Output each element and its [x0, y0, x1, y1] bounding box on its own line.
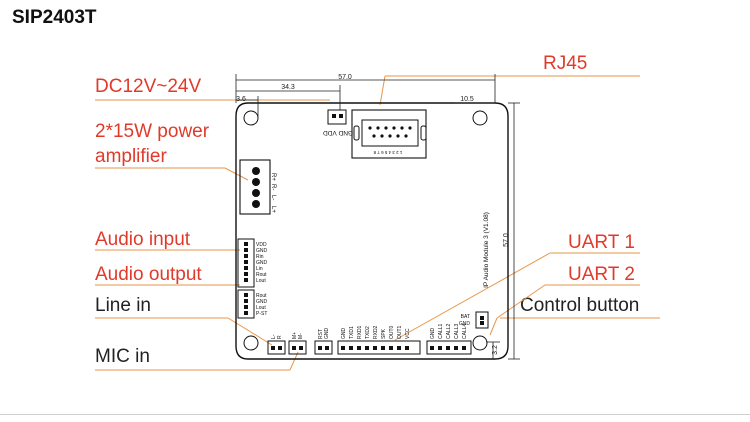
leader-rj45-d	[379, 75, 386, 106]
audio-output-header	[237, 289, 255, 319]
uart1-pin-label: SPK	[381, 328, 387, 339]
dim-offset-right: 10.5	[460, 96, 474, 103]
audio-pin-label: Rout	[256, 272, 267, 278]
uart1-header	[337, 340, 421, 355]
uart2-pin-label: CALL2	[446, 323, 452, 339]
audio-pin-label: GND	[256, 248, 268, 254]
audio-out-pin-label: GND	[256, 299, 268, 305]
dim-height: 57.0	[503, 233, 510, 247]
line-pin-label: R	[277, 335, 283, 339]
amp-pin-label: L-	[270, 195, 276, 200]
line-pin-label: L-	[271, 334, 277, 339]
amp-pin-label: L+	[270, 206, 276, 213]
dim-width-power: 34.3	[281, 84, 295, 91]
dim-offset-left: 3.6	[236, 96, 246, 103]
dim-width-top: 57.0	[338, 74, 352, 81]
audio-out-pin-label: P-ST	[256, 311, 267, 317]
audio-input-header	[237, 238, 255, 288]
amplifier-label-line1: 2*15W power	[95, 121, 210, 142]
audio-input-label: Audio input	[95, 229, 191, 250]
mic-in-label: MIC in	[95, 346, 150, 367]
line-in-connector	[267, 340, 286, 355]
uart1-pin-label: OUT0	[389, 325, 395, 339]
board-outline	[235, 102, 509, 360]
power-connector	[327, 109, 347, 125]
uart1-pin-label: OUT1	[397, 325, 403, 339]
dc-input-label: DC12V~24V	[95, 76, 202, 97]
dim-offset-bottom: 3.2	[492, 345, 499, 355]
bottom-divider	[0, 414, 750, 415]
mic-pin-label: M-	[298, 333, 304, 339]
leader-uart2-d2	[489, 317, 498, 336]
uart1-pin-label: TXD2	[365, 326, 371, 339]
audio-pin-label: Lout	[256, 278, 266, 284]
gnd-pin-label: GND	[459, 321, 471, 327]
power-pin-labels: GND VDD	[323, 129, 353, 136]
uart1-pin-label: VCC	[405, 328, 411, 339]
uart1-pin-label: RXD2	[373, 325, 379, 339]
page-title: SIP2403T	[12, 7, 97, 28]
audio-pin-label: GND	[256, 260, 268, 266]
rj45-connector: 1 2 3 4 5 6 7 8	[351, 109, 427, 159]
rst-pin-label: GND	[324, 328, 330, 340]
uart2-pin-label: CALL3	[454, 323, 460, 339]
leader-line-in-b	[227, 317, 273, 346]
audio-out-pin-label: Lout	[256, 305, 266, 311]
dimension-lines	[235, 74, 520, 360]
line-in-label: Line in	[95, 295, 151, 316]
audio-pin-label: VDD	[256, 242, 267, 248]
amp-pin-label: R+	[270, 173, 276, 181]
leader-mic-in-b	[289, 351, 299, 371]
module-label: IP Audio Module 3 (V1.08)	[483, 212, 490, 288]
amplifier-connector	[239, 159, 271, 215]
amplifier-label-line2: amplifier	[95, 146, 167, 167]
leader-uart1-d	[394, 252, 551, 341]
uart2-pin-label: GND	[430, 328, 436, 340]
audio-output-label: Audio output	[95, 264, 202, 285]
uart1-pin-label: TXD1	[349, 326, 355, 339]
rj45-label: RJ45	[543, 53, 588, 74]
bat-pin-label: BAT	[461, 314, 470, 320]
rst-pin-label: RST	[318, 329, 324, 339]
amp-pin-label: R-	[270, 184, 276, 190]
audio-pin-label: Lin	[256, 266, 263, 272]
reset-connector	[314, 340, 333, 355]
uart1-pin-label: RXD1	[357, 325, 363, 339]
leader-uart2-d	[496, 284, 546, 319]
mic-in-connector	[288, 340, 307, 355]
uart1-pin-label: GND	[341, 328, 347, 340]
control-button-connector	[475, 311, 489, 329]
uart2-label: UART 2	[568, 264, 635, 285]
mic-pin-label: M+	[292, 332, 298, 339]
control-button-label: Control button	[520, 295, 640, 316]
uart2-pin-label: CALL1	[438, 323, 444, 339]
audio-pin-label: Rin	[256, 254, 264, 260]
uart2-header	[426, 340, 472, 355]
uart1-label: UART 1	[568, 232, 635, 253]
audio-out-pin-label: Rout	[256, 293, 267, 299]
uart2-pin-label: CALL4	[462, 323, 468, 339]
mounting-holes	[243, 110, 488, 351]
rj45-pin-numbers: 1 2 3 4 5 6 7 8	[373, 150, 402, 155]
